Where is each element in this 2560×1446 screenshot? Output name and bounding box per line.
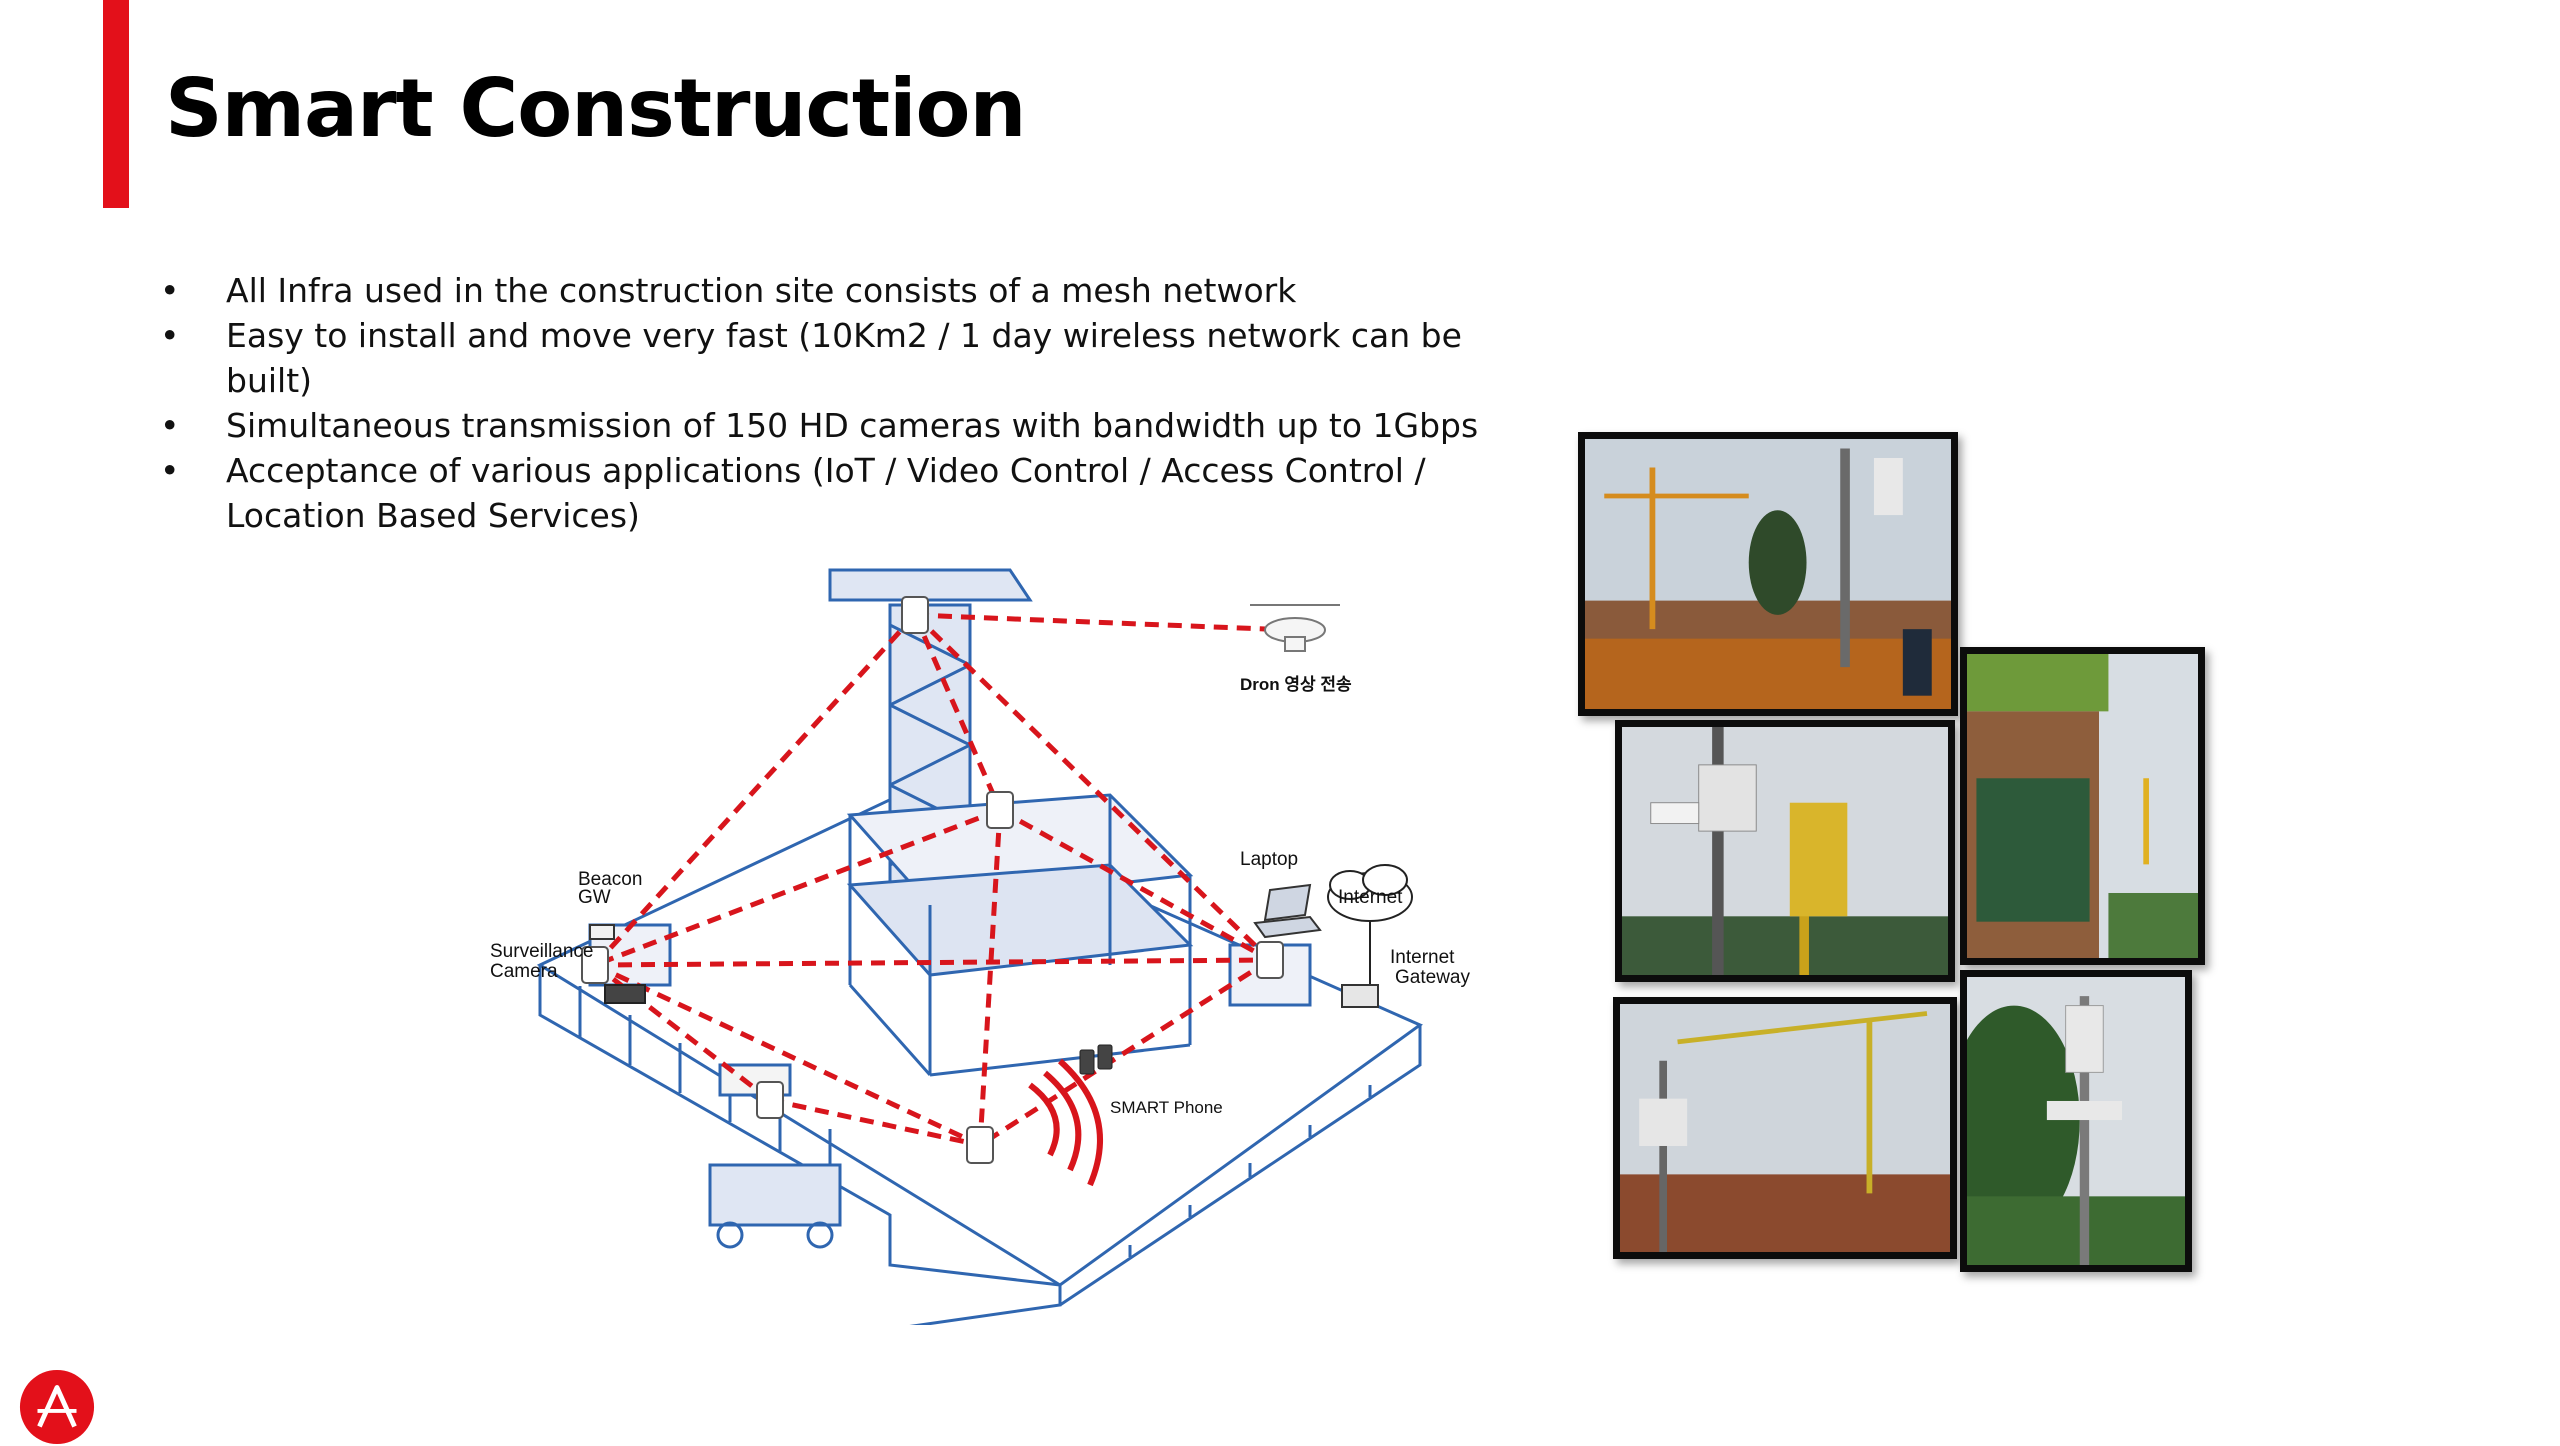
mesh-node-icon xyxy=(986,791,1014,829)
laptop-icon xyxy=(1253,883,1322,939)
mesh-node-icon xyxy=(966,1126,994,1164)
mesh-links xyxy=(593,612,1291,1148)
laptop-label: Laptop xyxy=(1240,849,1298,870)
mesh-node-icon xyxy=(901,596,929,634)
bullet-list: All Infra used in the construction site … xyxy=(160,268,1520,538)
page-title: Smart Construction xyxy=(165,62,1026,155)
photo-building-facade xyxy=(1960,647,2205,965)
crane-site-photo xyxy=(1585,439,1951,709)
crane-field-photo xyxy=(1620,1004,1950,1252)
beacon-label: Beacon xyxy=(578,869,642,890)
photo-crane-field xyxy=(1613,997,1957,1259)
internet-gateway-icon xyxy=(1341,984,1379,1008)
mesh-node-icon xyxy=(756,1081,784,1119)
bullet-item: Acceptance of various applications (IoT … xyxy=(160,448,1520,538)
crane-jib xyxy=(828,568,1033,602)
bullet-item: Easy to install and move very fast (10Km… xyxy=(160,313,1520,403)
site-wall-right xyxy=(1059,1025,1422,1307)
beacon-gw-label: GW xyxy=(578,887,611,908)
bullet-item: All Infra used in the construction site … xyxy=(160,268,1520,313)
building-facade-photo xyxy=(1967,654,2198,958)
internet-gateway-label-1: Internet xyxy=(1390,947,1455,968)
truck-icon xyxy=(708,1163,842,1227)
camera-label: Camera xyxy=(490,961,558,982)
internet-cloud-icon xyxy=(1327,864,1413,922)
antenna-pole-photo xyxy=(1622,727,1948,975)
drone-label: Dron 영상 전송 xyxy=(1240,675,1352,694)
photo-antenna-pole xyxy=(1615,720,1955,982)
signal-waves-icon xyxy=(1028,1058,1103,1187)
drone-icon xyxy=(1250,604,1340,652)
photo-crane-site xyxy=(1578,432,1958,716)
smart-phone-icon xyxy=(1079,1044,1113,1075)
company-logo-icon xyxy=(19,1369,95,1445)
beacon-gateway-icon xyxy=(589,924,615,940)
surveillance-label: Surveillance xyxy=(490,941,594,962)
mesh-network-diagram: Dron 영상 전송 Laptop Internet Internet Gate… xyxy=(470,545,1490,1337)
bullet-item: Simultaneous transmission of 150 HD came… xyxy=(160,403,1520,448)
surveillance-camera-icon xyxy=(604,984,646,1004)
title-accent-bar xyxy=(103,0,129,208)
internet-label: Internet xyxy=(1338,887,1403,908)
internet-gateway-label-2: Gateway xyxy=(1395,967,1470,988)
smart-phone-label: SMART Phone xyxy=(1110,1098,1223,1117)
mesh-node-icon xyxy=(1256,941,1284,979)
tree-pole-photo xyxy=(1967,977,2185,1265)
mesh-node-icon xyxy=(581,946,609,984)
photo-tree-pole xyxy=(1960,970,2192,1272)
